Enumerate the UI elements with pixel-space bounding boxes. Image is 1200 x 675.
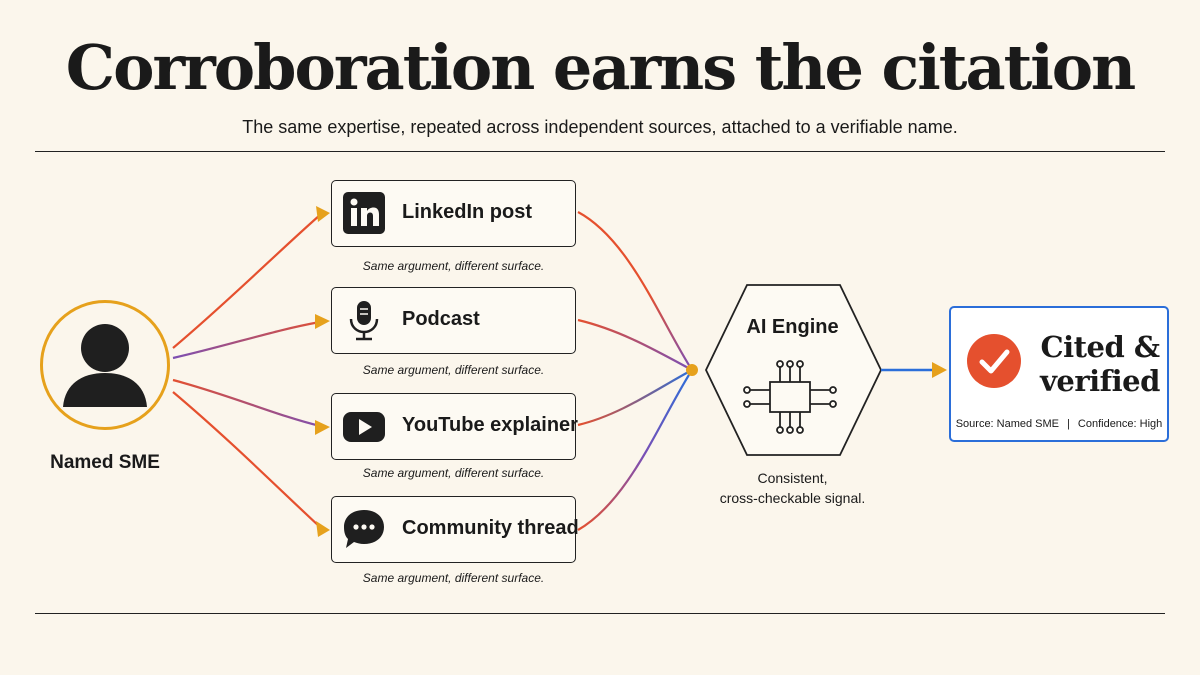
chip-icon [743, 360, 837, 434]
result-separator: | [1067, 418, 1070, 430]
result-confidence: Confidence: High [1077, 418, 1163, 430]
source-caption: Same argument, different surface. [362, 363, 545, 377]
linkedin-icon [343, 192, 385, 234]
source-caption: Same argument, different surface. [362, 571, 545, 585]
source-label: Community thread [402, 517, 579, 539]
source-card-youtube: YouTube explainer [331, 393, 578, 460]
bottom-divider [35, 613, 1165, 614]
checkmark-icon [967, 334, 1021, 388]
source-label: Podcast [402, 308, 480, 330]
source-arrowheads [315, 206, 330, 537]
source-card-linkedin: LinkedIn post [331, 180, 576, 247]
top-divider [35, 151, 1165, 152]
engine-label: AI Engine [746, 316, 839, 338]
page-subtitle: The same expertise, repeated across inde… [242, 117, 958, 137]
person-icon [63, 324, 147, 407]
merge-dot [686, 364, 698, 376]
result-arrowhead [932, 362, 947, 378]
result-title-line: Cited & [1040, 330, 1161, 364]
source-label: YouTube explainer [402, 414, 578, 436]
microphone-icon [349, 301, 379, 341]
result-source: Source: Named SME [955, 418, 1060, 430]
page-title: Corroboration earns the citation [65, 31, 1136, 104]
chat-bubble-icon [344, 510, 384, 548]
expert-label: Named SME [50, 452, 160, 473]
source-caption: Same argument, different surface. [362, 466, 545, 480]
engine-caption-line: cross-checkable signal. [719, 490, 866, 506]
expert-avatar [40, 300, 170, 430]
source-label: LinkedIn post [402, 201, 532, 223]
engine-caption: Consistent, cross-checkable signal. [690, 468, 895, 508]
result-meta: Source: Named SME | Confidence: High [951, 418, 1167, 430]
result-card: Cited & verified Source: Named SME | Confi… [949, 306, 1169, 442]
engine-hexagon [705, 284, 882, 456]
engine-caption-line: Consistent, [757, 470, 828, 486]
result-title: Cited & verified [1035, 330, 1165, 398]
source-card-podcast: Podcast [331, 287, 576, 354]
source-card-community: Community thread [331, 496, 579, 563]
source-caption: Same argument, different surface. [362, 259, 545, 273]
youtube-icon [343, 412, 385, 442]
result-title-line: verified [1040, 364, 1160, 398]
